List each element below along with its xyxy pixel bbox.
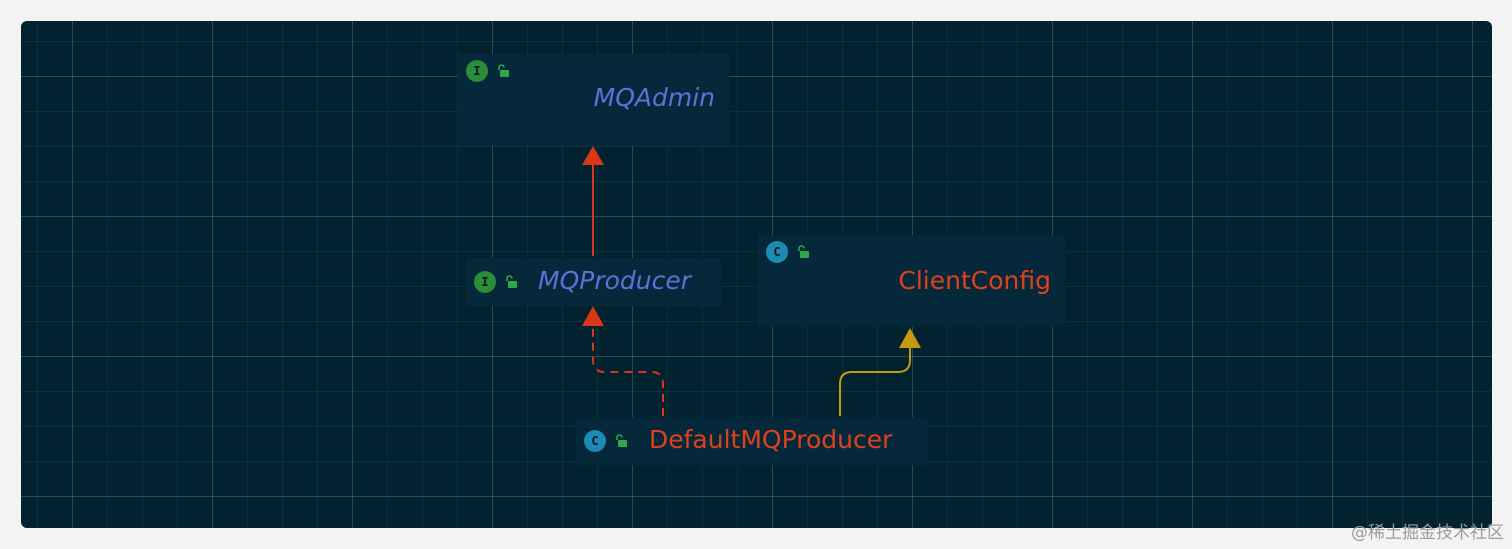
node-title: ClientConfig [898, 266, 1051, 295]
watermark: @稀土掘金技术社区 [1351, 523, 1504, 543]
node-mqproducer[interactable]: I MQProducer [466, 258, 721, 306]
node-title: MQProducer [538, 266, 692, 295]
node-defaultmqproducer[interactable]: C DefaultMQProducer [576, 417, 928, 465]
edges-layer [582, 146, 921, 416]
unlock-icon [498, 64, 509, 77]
diagram-canvas: I MQAdmin I MQProducer C ClientConfig C … [21, 21, 1492, 528]
unlock-icon [506, 275, 517, 288]
edge-mqproducer-extends-mqadmin [582, 146, 604, 256]
unlock-icon [616, 434, 627, 447]
node-mqadmin[interactable]: I MQAdmin [458, 54, 729, 146]
interface-icon: I [466, 60, 488, 82]
node-title: MQAdmin [593, 83, 715, 112]
arrowhead-icon [582, 146, 604, 165]
node-title: DefaultMQProducer [649, 425, 893, 454]
arrowhead-icon [582, 306, 604, 326]
edge-defaultmqproducer-implements-mqproducer [582, 306, 664, 416]
edge-defaultmqproducer-extends-clientconfig [839, 328, 921, 416]
arrowhead-icon [899, 328, 921, 348]
class-icon: C [766, 241, 788, 263]
class-icon: C [584, 430, 606, 452]
interface-icon: I [474, 271, 496, 293]
node-clientconfig[interactable]: C ClientConfig [758, 235, 1065, 327]
unlock-icon [798, 245, 809, 258]
